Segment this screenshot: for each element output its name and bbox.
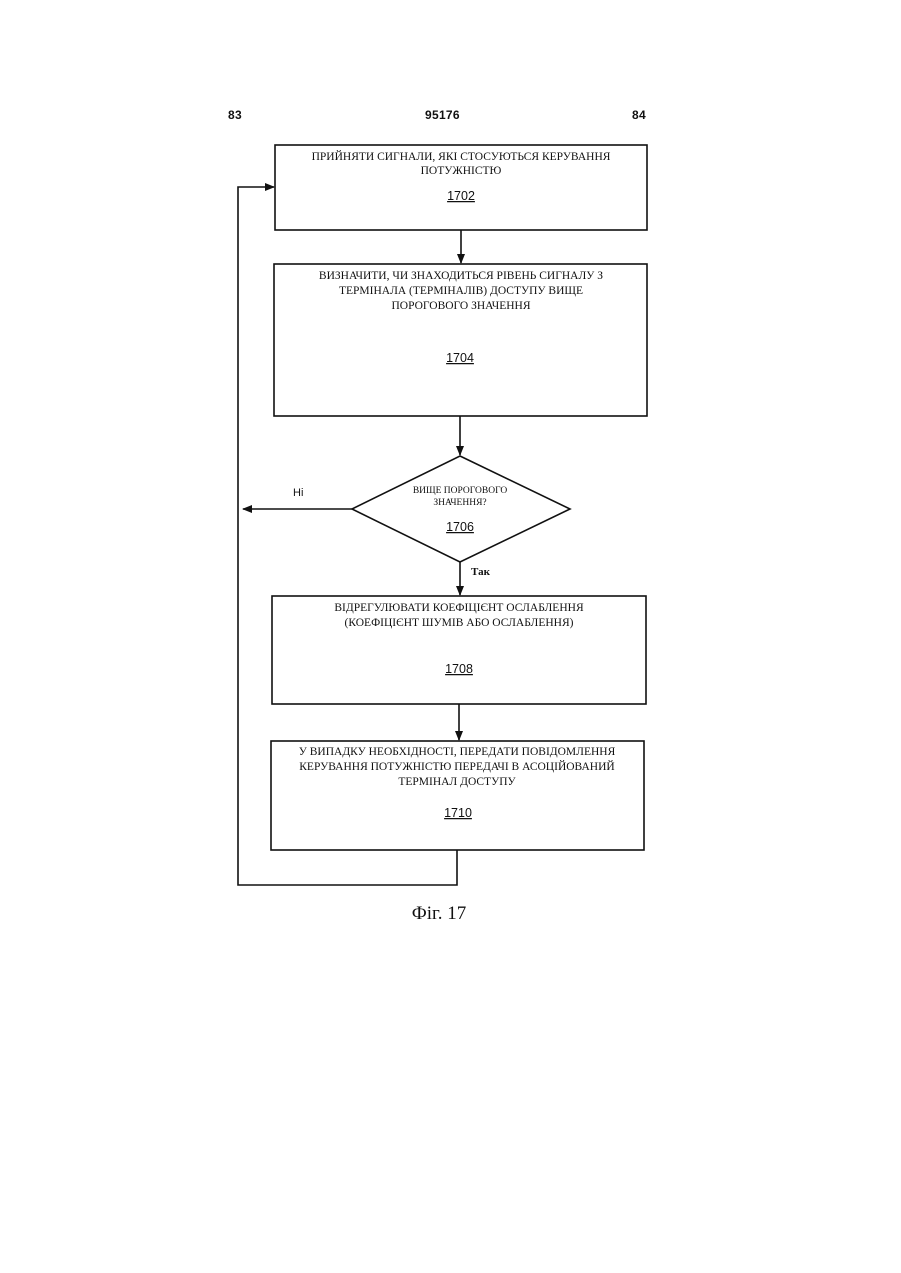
decision-1706: ВИЩЕ ПОРОГОВОГО ЗНАЧЕННЯ? 1706 [352, 456, 570, 562]
step-1702-line-1: ПРИЙНЯТИ СИГНАЛИ, ЯКІ СТОСУЮТЬСЯ КЕРУВАН… [312, 149, 611, 163]
step-1704: ВИЗНАЧИТИ, ЧИ ЗНАХОДИТЬСЯ РІВЕНЬ СИГНАЛУ… [274, 264, 647, 416]
step-1704-ref: 1704 [446, 351, 474, 365]
step-1702: ПРИЙНЯТИ СИГНАЛИ, ЯКІ СТОСУЮТЬСЯ КЕРУВАН… [275, 145, 647, 230]
step-1704-line-2: ТЕРМІНАЛА (ТЕРМІНАЛІВ) ДОСТУПУ ВИЩЕ [339, 285, 583, 297]
step-1710-line-1: У ВИПАДКУ НЕОБХІДНОСТІ, ПЕРЕДАТИ ПОВІДОМ… [299, 746, 616, 758]
figure-caption: Фіг. 17 [412, 903, 466, 924]
step-1710: У ВИПАДКУ НЕОБХІДНОСТІ, ПЕРЕДАТИ ПОВІДОМ… [271, 741, 644, 850]
step-1702-ref: 1702 [447, 189, 475, 203]
decision-1706-ref: 1706 [446, 520, 474, 534]
decision-1706-diamond [352, 456, 570, 562]
branch-yes-label: Так [471, 566, 491, 578]
step-1708: ВІДРЕГУЛЮВАТИ КОЕФІЦІЄНТ ОСЛАБЛЕННЯ (КОЕ… [272, 596, 646, 704]
step-1710-line-2: КЕРУВАННЯ ПОТУЖНІСТЮ ПЕРЕДАЧІ В АСОЦІЙОВ… [299, 759, 614, 773]
step-1710-ref: 1710 [444, 806, 472, 820]
step-1702-line-2: ПОТУЖНІСТЮ [421, 165, 502, 177]
step-1708-ref: 1708 [445, 662, 473, 676]
step-1710-line-3: ТЕРМІНАЛ ДОСТУПУ [398, 776, 516, 788]
step-1708-line-1: ВІДРЕГУЛЮВАТИ КОЕФІЦІЄНТ ОСЛАБЛЕННЯ [334, 602, 584, 614]
step-1704-line-3: ПОРОГОВОГО ЗНАЧЕННЯ [391, 300, 530, 312]
branch-no-label: Ні [293, 487, 303, 499]
decision-1706-line-2: ЗНАЧЕННЯ? [433, 498, 486, 508]
step-1708-line-2: (КОЕФІЦІЄНТ ШУМІВ АБО ОСЛАБЛЕННЯ) [345, 617, 574, 629]
decision-1706-line-1: ВИЩЕ ПОРОГОВОГО [413, 486, 508, 496]
step-1704-line-1: ВИЗНАЧИТИ, ЧИ ЗНАХОДИТЬСЯ РІВЕНЬ СИГНАЛУ… [319, 270, 603, 282]
